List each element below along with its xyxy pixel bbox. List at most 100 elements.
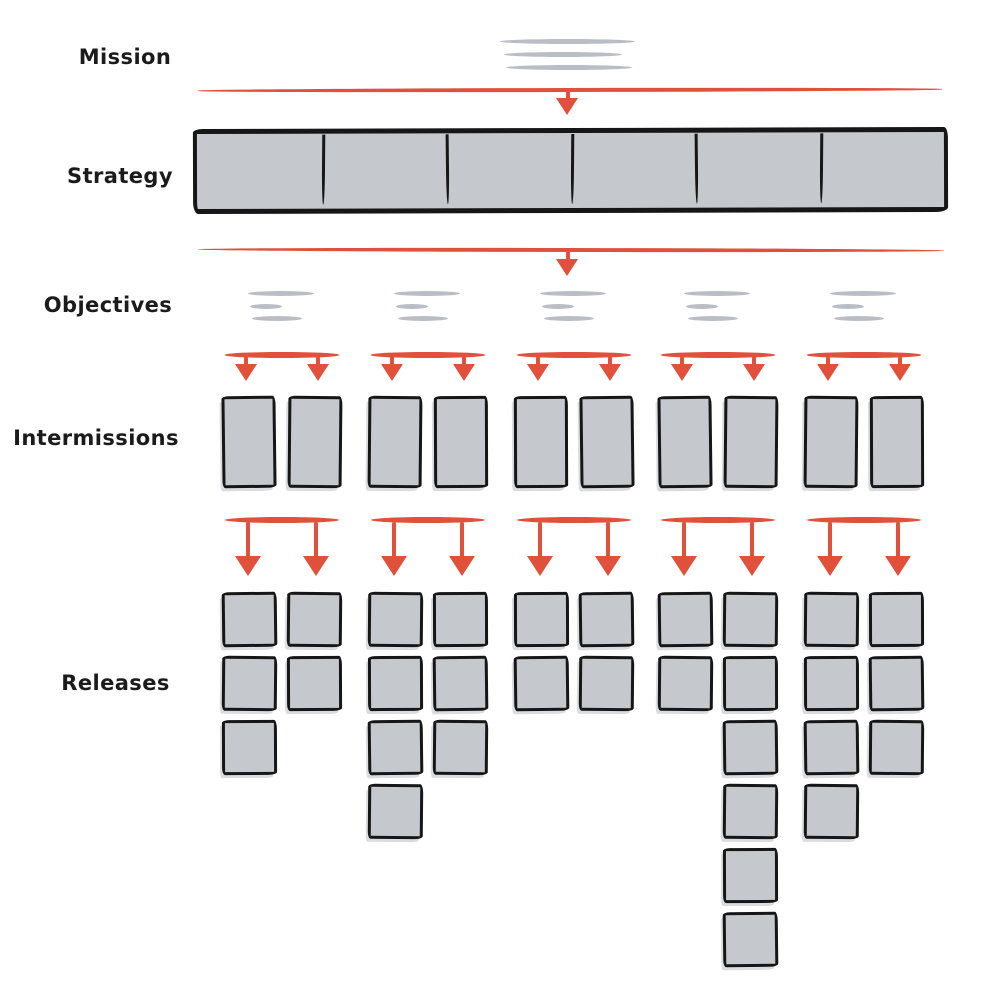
arrow-down-icon: [307, 364, 329, 381]
objective-scribble-line: [394, 291, 460, 296]
arrow-stem: [462, 356, 466, 366]
arrow-stem: [681, 522, 687, 559]
fanout-connector-line: [371, 517, 485, 523]
arrow-stem: [537, 522, 543, 559]
release-box: [657, 655, 714, 712]
release-box: [722, 911, 779, 968]
release-box: [803, 719, 860, 776]
fanout-connector-line: [807, 352, 921, 358]
arrow-down-icon: [556, 98, 578, 115]
arrow-stem: [680, 356, 684, 366]
arrow-down-icon: [671, 556, 697, 576]
objective-scribble-line: [686, 304, 718, 309]
fanout-connector-line: [661, 517, 775, 523]
objective-scribble-line: [830, 291, 896, 296]
release-box: [803, 591, 860, 648]
release-box: [367, 719, 424, 776]
release-box: [286, 591, 343, 648]
intermission-box: [579, 395, 635, 489]
arrow-down-icon: [381, 364, 403, 381]
row-label-mission: Mission: [78, 45, 172, 69]
arrow-down-icon: [449, 556, 475, 576]
arrow-down-icon: [303, 556, 329, 576]
arrow-down-icon: [527, 556, 553, 576]
arrow-down-icon: [599, 364, 621, 381]
objective-group: [656, 285, 780, 975]
release-box: [432, 719, 489, 776]
intermission-box: [869, 395, 925, 489]
intermission-box: [287, 395, 343, 489]
release-box: [722, 719, 779, 776]
arrow-stem: [752, 356, 756, 366]
release-box: [513, 655, 570, 712]
intermission-box: [657, 395, 713, 489]
objective-scribble-line: [834, 316, 884, 321]
objective-scribble-line: [252, 316, 302, 321]
release-box: [578, 655, 635, 712]
arrow-stem: [459, 522, 465, 559]
arrow-stem: [390, 356, 394, 366]
mission-scribble-line: [506, 65, 632, 70]
release-box: [367, 783, 424, 840]
row-label-objectives: Objectives: [43, 293, 173, 317]
objective-scribble-line: [396, 304, 428, 309]
release-box: [722, 783, 779, 840]
arrow-down-icon: [743, 364, 765, 381]
objective-group: [802, 285, 926, 975]
release-box: [578, 591, 635, 648]
arrow-stem: [245, 522, 251, 559]
intermission-box: [513, 395, 569, 489]
arrow-down-icon: [671, 364, 693, 381]
release-box: [803, 655, 860, 712]
mission-scribble-line: [500, 39, 635, 44]
arrow-down-icon: [527, 364, 549, 381]
intermission-box: [803, 395, 859, 489]
arrow-stem: [313, 522, 319, 559]
release-box: [722, 655, 779, 712]
objective-scribble-line: [248, 291, 314, 296]
objective-scribble-line: [684, 291, 750, 296]
arrow-down-icon: [381, 556, 407, 576]
arrow-down-icon: [739, 556, 765, 576]
intermission-box: [221, 395, 277, 489]
row-label-releases: Releases: [61, 671, 170, 695]
release-box: [432, 591, 489, 648]
release-box: [367, 591, 424, 648]
arrow-down-icon: [885, 556, 911, 576]
arrow-down-icon: [817, 556, 843, 576]
intermission-box: [723, 395, 779, 489]
release-box: [868, 719, 925, 776]
mission-statement-scribble: [500, 39, 640, 73]
objective-scribble-line: [542, 304, 574, 309]
intermission-box: [367, 395, 423, 489]
objective-group: [366, 285, 490, 975]
row-label-strategy: Strategy: [67, 164, 173, 188]
release-box: [868, 655, 925, 712]
objective-scribble-line: [832, 304, 864, 309]
arrow-stem: [608, 356, 612, 366]
release-box: [722, 591, 779, 648]
release-box: [722, 847, 779, 904]
arrow-stem: [605, 522, 611, 559]
fanout-connector-line: [807, 517, 921, 523]
objective-scribble-line: [544, 316, 594, 321]
release-box: [367, 655, 424, 712]
arrow-stem: [898, 356, 902, 366]
arrow-stem: [827, 522, 833, 559]
arrow-stem: [566, 91, 570, 100]
release-box: [432, 655, 489, 712]
arrow-down-icon: [453, 364, 475, 381]
release-box: [803, 783, 860, 840]
objective-group: [512, 285, 636, 975]
arrow-down-icon: [817, 364, 839, 381]
arrow-stem: [826, 356, 830, 366]
objective-scribble-line: [398, 316, 448, 321]
release-box: [286, 655, 343, 712]
fanout-connector-line: [225, 517, 339, 523]
arrow-down-icon: [235, 364, 257, 381]
objective-group: [220, 285, 344, 975]
mission-scribble-line: [504, 52, 622, 57]
intermission-box: [433, 395, 489, 489]
